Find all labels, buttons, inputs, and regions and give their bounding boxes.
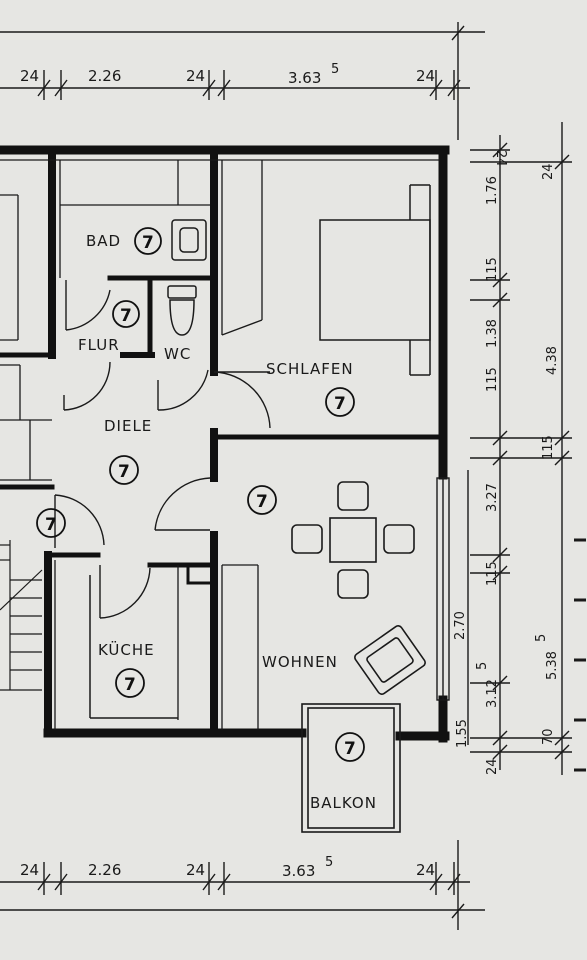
right-dimension-lines bbox=[467, 122, 572, 775]
right-inner-dimension-texts: 24 1.76 115 1.38 115 3.27 115 2.70 3.12 … bbox=[453, 150, 508, 748]
right-dim-f: 3.27 bbox=[485, 483, 500, 512]
outer-dim-a: 24 bbox=[541, 163, 556, 180]
thin-lines bbox=[0, 159, 440, 730]
outer-dim-f: 24 bbox=[485, 758, 500, 775]
bottom-dim-4: 3.63 bbox=[282, 862, 315, 880]
right-dim-e: 115 bbox=[485, 367, 500, 392]
right-dim-a: 24 bbox=[493, 150, 508, 167]
room-label-kueche: KÜCHE bbox=[98, 640, 155, 659]
room-number-kueche: 7 bbox=[124, 675, 136, 695]
room-number-schlafen: 7 bbox=[334, 394, 346, 414]
room-label-bad: BAD bbox=[86, 232, 121, 250]
bottom-dim-3: 24 bbox=[186, 861, 205, 879]
top-dimension-chain bbox=[0, 22, 485, 140]
bottom-dim-5: 24 bbox=[416, 861, 435, 879]
pillar bbox=[186, 563, 214, 585]
bottom-dimension-chain bbox=[0, 840, 485, 930]
walls bbox=[0, 145, 450, 743]
bath-fixtures bbox=[167, 219, 207, 336]
right-dim-i: 3.12 bbox=[485, 679, 500, 708]
top-dim-4-sup: 5 bbox=[331, 62, 339, 77]
window-right bbox=[436, 477, 450, 701]
right-outer-dimension-texts: 24 4.38 115 5.38 5 70 24 bbox=[485, 163, 560, 775]
right-dim-j: 1.55 bbox=[455, 719, 470, 748]
room-number-flur: 7 bbox=[120, 306, 132, 326]
room-label-balkon: BALKON bbox=[310, 794, 377, 812]
top-dim-5: 24 bbox=[416, 67, 435, 85]
outer-dim-d: 5.38 bbox=[545, 651, 560, 680]
bottom-dim-1: 24 bbox=[20, 861, 39, 879]
right-dim-i-sup: 5 bbox=[475, 662, 490, 670]
edge-lettering bbox=[574, 538, 586, 772]
top-dim-2: 2.26 bbox=[88, 67, 121, 85]
right-dim-g: 115 bbox=[485, 561, 500, 586]
outer-dim-b: 4.38 bbox=[545, 346, 560, 375]
room-number-wohnen: 7 bbox=[256, 492, 268, 512]
right-dim-b: 1.76 bbox=[485, 176, 500, 205]
top-dim-3: 24 bbox=[186, 67, 205, 85]
room-markers bbox=[36, 227, 365, 762]
room-number-balkon: 7 bbox=[344, 739, 356, 759]
room-number-stair: 7 bbox=[45, 515, 57, 535]
room-number-diele: 7 bbox=[118, 462, 130, 482]
room-label-wohnen: WOHNEN bbox=[262, 653, 338, 671]
right-dim-d: 1.38 bbox=[485, 319, 500, 348]
outer-dim-e: 70 bbox=[541, 728, 556, 745]
top-dim-4: 3.63 bbox=[288, 69, 321, 87]
room-label-schlafen: SCHLAFEN bbox=[266, 360, 354, 378]
room-label-wc: WC bbox=[164, 345, 191, 363]
outer-dim-d-sup: 5 bbox=[534, 634, 549, 642]
dining-set bbox=[291, 481, 415, 599]
door-swings bbox=[54, 280, 271, 619]
bottom-dim-4-sup: 5 bbox=[325, 855, 333, 870]
bed bbox=[319, 184, 431, 376]
room-number-bad: 7 bbox=[142, 233, 154, 253]
room-label-flur: FLUR bbox=[78, 336, 120, 354]
kitchen-counter bbox=[89, 575, 178, 719]
right-dim-h: 2.70 bbox=[453, 611, 468, 640]
armchair bbox=[354, 625, 426, 695]
right-dim-c: 115 bbox=[485, 257, 500, 282]
bottom-dim-2: 2.26 bbox=[88, 861, 121, 879]
top-dim-1: 24 bbox=[20, 67, 39, 85]
outer-dim-c: 115 bbox=[541, 435, 556, 460]
room-label-diele: DIELE bbox=[104, 417, 152, 435]
balkon bbox=[301, 703, 401, 833]
stairs bbox=[0, 540, 43, 691]
